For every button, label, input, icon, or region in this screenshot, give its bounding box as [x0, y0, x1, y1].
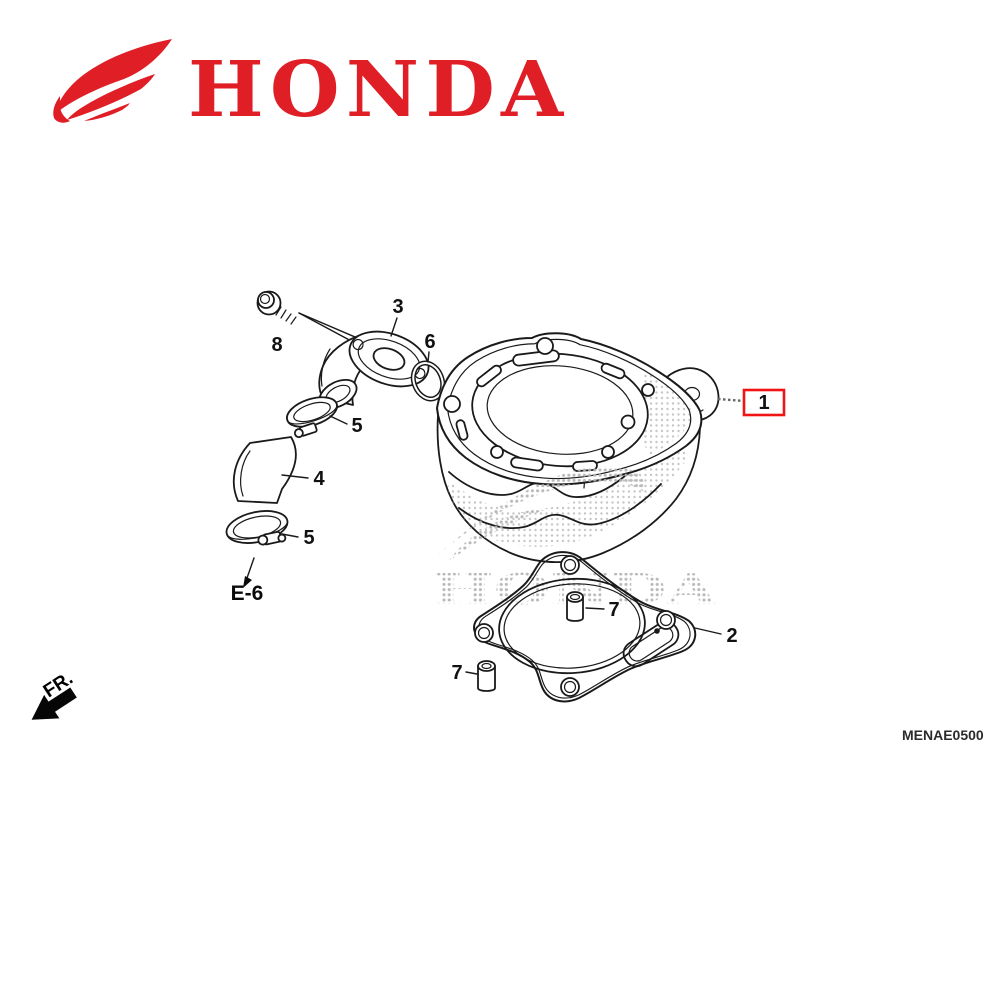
- brand-header: HONDA: [52, 38, 563, 129]
- callout-5-lower-label: 5: [303, 527, 314, 549]
- part-7-pin-upper-drawing: [566, 591, 584, 622]
- callout-7-lower-label: 7: [451, 662, 462, 684]
- part-5-upper-clamp-drawing: [286, 396, 338, 438]
- callout-8-label: 8: [271, 334, 282, 356]
- callout-3-label: 3: [392, 296, 403, 318]
- callout-1-highlight[interactable]: 1: [717, 388, 786, 417]
- front-arrow-icon: [31, 687, 77, 720]
- part-1-cylinder-drawing: [436, 332, 720, 564]
- part-5-lower-clamp-drawing: [225, 510, 289, 546]
- part-6-oring-drawing: [410, 360, 446, 402]
- brand-wordmark: HONDA: [188, 45, 570, 135]
- diagram-code: MENAE0500: [902, 727, 984, 743]
- front-direction-marker: FR.: [31, 668, 77, 720]
- ref-e6-arrow: [243, 557, 255, 588]
- callouts: 8 3 6 5 4 5 E-6 1 2 7 7: [231, 296, 786, 684]
- callout-5-upper-label: 5: [351, 415, 362, 437]
- ref-e6-label: E-6: [231, 582, 264, 605]
- part-2-gasket-drawing: [473, 551, 697, 703]
- part-4-hose-drawing: [232, 436, 297, 504]
- callout-6-label: 6: [424, 331, 435, 353]
- part-3-joint-drawing: [318, 330, 430, 410]
- callout-2-label: 2: [726, 625, 737, 647]
- callout-4-label: 4: [313, 468, 325, 490]
- callout-7-upper-label: 7: [608, 599, 619, 621]
- callout-1-label: 1: [758, 392, 769, 414]
- honda-wing-icon: [53, 39, 172, 123]
- part-7-pin-lower-drawing: [477, 660, 496, 692]
